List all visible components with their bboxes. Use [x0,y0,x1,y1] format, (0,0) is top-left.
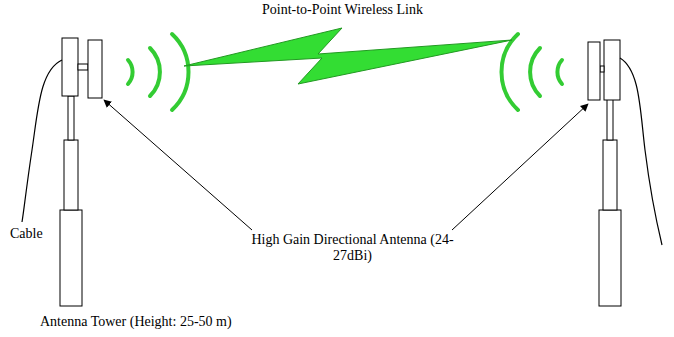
wave-arc [530,48,540,96]
label: Point-to-Point Wireless Link [262,2,462,18]
wave-arc [172,34,189,110]
wave-arc [128,60,133,84]
label: Cable [10,226,70,242]
tower-segment [607,98,613,140]
left-tower [60,38,102,306]
leader-arrow [452,104,588,230]
antenna-reflector [62,38,78,96]
tower-segment [603,140,617,210]
tower-segment [64,140,78,210]
antenna-reflector [604,40,620,100]
tower-segment [599,210,621,306]
wave-arc [557,60,562,84]
antenna-panel [88,40,102,98]
label: High Gain Directional Antenna (24-27dBi) [250,232,455,264]
antenna-mount [78,64,88,70]
antenna-panel [588,42,600,100]
label: Antenna Tower (Height: 25-50 m) [40,314,300,330]
wireless-link-bolt [184,28,512,84]
tower-segment [68,96,74,140]
cable [620,58,662,245]
right-tower [588,40,621,306]
antenna-mount [600,66,604,72]
cable [22,60,62,222]
wave-arc [150,48,160,96]
leader-arrow [104,100,252,230]
tower-segment [60,210,82,306]
wave-arc [501,34,518,110]
